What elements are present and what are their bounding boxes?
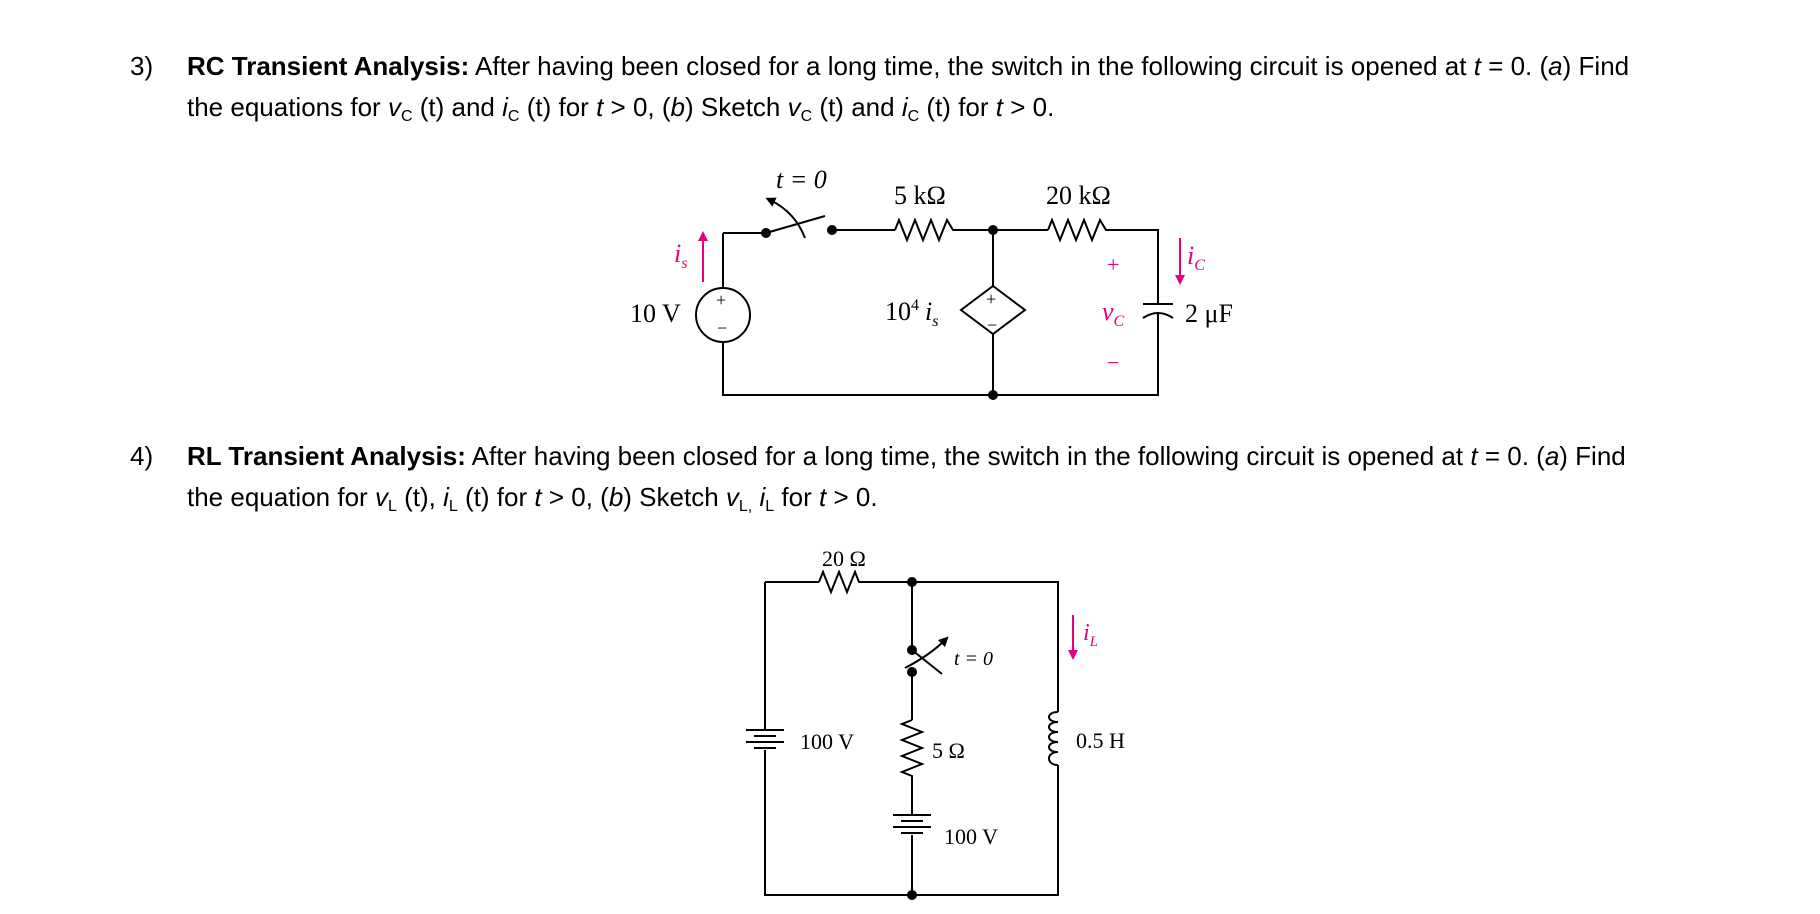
resistor-20 <box>818 569 863 595</box>
problem-number: 4) <box>130 441 154 471</box>
problem-number: 3) <box>130 51 154 81</box>
wire <box>722 334 994 396</box>
current-label-il: iL <box>1083 620 1098 650</box>
rl-circuit <box>746 569 1059 900</box>
wire <box>993 328 1159 396</box>
inductor-label: 0.5 H <box>1076 728 1125 753</box>
node <box>988 225 998 235</box>
vc-minus: − <box>1107 350 1119 375</box>
resistor-label-5: 5 Ω <box>932 738 965 763</box>
switch-label: t = 0 <box>954 648 993 670</box>
source-label: 10 V <box>630 299 681 328</box>
dep-minus: − <box>987 315 997 335</box>
rc-circuit <box>695 197 1174 400</box>
current-label-is: is <box>674 239 687 272</box>
switch-blade <box>911 649 943 675</box>
node <box>907 577 917 587</box>
node <box>988 390 998 400</box>
problem-statement: RL Transient Analysis: After having been… <box>187 441 1626 515</box>
resistor-label-20k: 20 kΩ <box>1046 181 1111 210</box>
resistor-label-5k: 5 kΩ <box>894 181 946 210</box>
switch-blade <box>765 215 826 234</box>
current-label-ic: iC <box>1187 241 1205 274</box>
source-label-2: 100 V <box>944 824 998 849</box>
capacitor-label: 2 μF <box>1185 299 1233 328</box>
switch-contact <box>907 667 917 677</box>
wire <box>1110 229 1159 304</box>
switch-contact <box>827 225 837 235</box>
vc-label: vC <box>1102 297 1125 330</box>
dep-plus: + <box>986 289 996 309</box>
resistor-label-20: 20 Ω <box>822 546 866 571</box>
problem-title: RC Transient Analysis: <box>187 51 470 81</box>
resistor-5k <box>894 217 957 243</box>
node <box>907 890 917 900</box>
resistor-5 <box>899 719 925 780</box>
source-minus: − <box>717 318 727 338</box>
voltage-source <box>695 287 751 343</box>
source-label-1: 100 V <box>800 729 854 754</box>
inductor <box>1048 711 1059 766</box>
source-plus: + <box>716 290 726 310</box>
switch-label: t = 0 <box>776 165 827 194</box>
problem-statement: RC Transient Analysis: After having been… <box>187 51 1630 125</box>
switch-arrow <box>765 197 806 239</box>
vc-plus: + <box>1107 252 1119 277</box>
wire <box>863 581 1059 712</box>
problem-title: RL Transient Analysis: <box>187 441 466 471</box>
resistor-20k <box>1047 217 1110 243</box>
switch-arrow <box>904 636 949 669</box>
dependent-source <box>959 284 1027 336</box>
